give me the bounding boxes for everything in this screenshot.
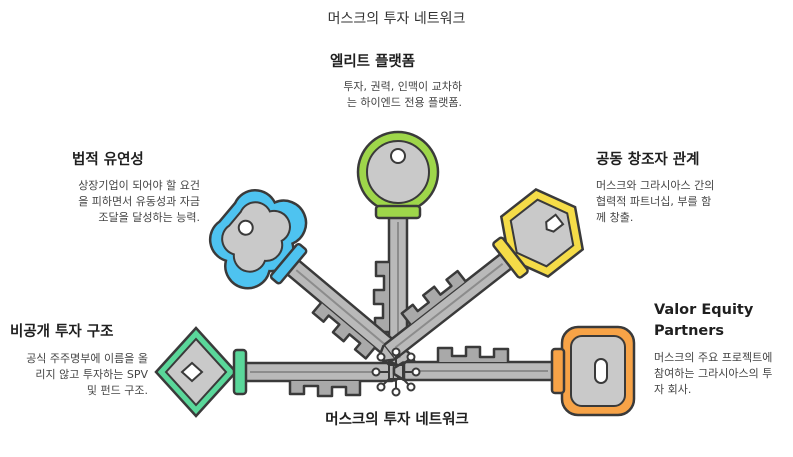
- valor-desc: 머스크의 주요 프로젝트에 참여하는 그라시아스의 투 자 회사.: [654, 350, 789, 398]
- desc-line: 자 회사.: [654, 383, 692, 396]
- desc-line: 투자, 권력, 인맥이 교차하: [343, 80, 462, 93]
- desc-line: 공식 주주명부에 이름을 올: [26, 352, 148, 365]
- private-invest-desc: 공식 주주명부에 이름을 올 리지 않고 투자하는 SPV 및 펀드 구조.: [6, 351, 148, 399]
- legal-flex-desc: 상장기업이 되어야 할 요건 을 피하면서 유동성과 자금 조달을 달성하는 능…: [60, 178, 200, 226]
- center-label: 머스크의 투자 네트워크: [325, 412, 469, 428]
- page-title: 머스크의 투자 네트워크: [327, 11, 466, 27]
- key-co-creator: [365, 188, 585, 367]
- legal-flex-title: 법적 유연성: [72, 152, 144, 168]
- co-creator-title: 공동 창조자 관계: [596, 152, 700, 168]
- desc-line: 조달을 달성하는 능력.: [98, 211, 200, 224]
- elite-platform-desc: 투자, 권력, 인맥이 교차하 는 하이엔드 전용 플랫폼.: [330, 79, 462, 111]
- desc-line: 및 펀드 구조.: [86, 384, 148, 397]
- desc-line: 참여하는 그라시아스의 투: [654, 367, 773, 380]
- network-icon: [371, 347, 421, 397]
- co-creator-desc: 머스크와 그라시아스 간의 협력적 파트너십, 부를 함 께 창출.: [596, 178, 746, 226]
- key-elite-platform: [356, 130, 440, 378]
- valor-title-line: Partners: [654, 323, 725, 339]
- elite-platform-title: 엘리트 플랫폼: [330, 54, 416, 70]
- desc-line: 협력적 파트너십, 부를 함: [596, 195, 712, 208]
- desc-line: 머스크와 그라시아스 간의: [596, 179, 715, 192]
- private-invest-title: 비공개 투자 구조: [10, 324, 114, 340]
- valor-title-line: Valor Equity: [654, 302, 754, 318]
- valor-title: Valor Equity Partners: [654, 300, 753, 342]
- key-private-investment: [154, 326, 406, 418]
- desc-line: 는 하이엔드 전용 플랫폼.: [346, 96, 462, 109]
- desc-line: 께 창출.: [596, 211, 634, 224]
- desc-line: 을 피하면서 유동성과 자금: [78, 195, 200, 208]
- key-legal-flexibility: [208, 189, 422, 389]
- desc-line: 리지 않고 투자하는 SPV: [35, 368, 148, 381]
- desc-line: 머스크의 주요 프로젝트에: [654, 351, 773, 364]
- key-valor-equity: [392, 325, 636, 417]
- desc-line: 상장기업이 되어야 할 요건: [78, 179, 200, 192]
